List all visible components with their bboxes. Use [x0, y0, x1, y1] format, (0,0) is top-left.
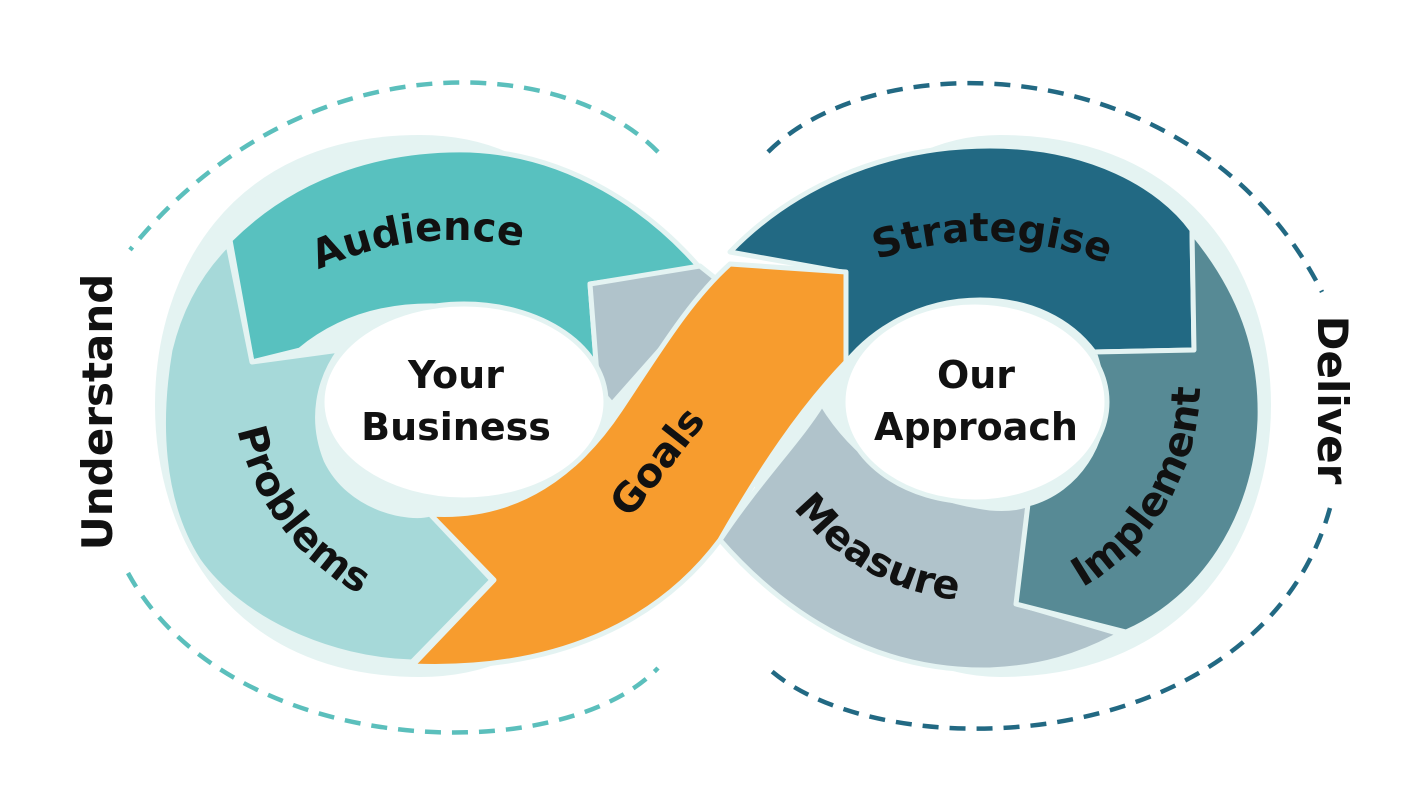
goals-arrow — [409, 261, 849, 669]
problems-segment — [160, 241, 495, 665]
measure-segment — [717, 401, 1123, 673]
deliver-label: Deliver — [1308, 316, 1357, 485]
audience-segment — [227, 147, 703, 391]
your-business-line-2: Business — [361, 405, 551, 449]
our-approach-line-2: Approach — [874, 405, 1078, 449]
deliver-dashed-arc-bottom — [766, 507, 1333, 731]
your-business-line-1: Your — [407, 353, 504, 397]
our-approach-line-1: Our — [937, 353, 1015, 397]
your-business-center — [319, 301, 609, 503]
understand-dashed-arc-top — [128, 80, 660, 252]
understand-label: Understand — [73, 274, 122, 551]
our-approach-center — [840, 299, 1110, 505]
understand-dashed-arc-bottom — [126, 571, 660, 735]
